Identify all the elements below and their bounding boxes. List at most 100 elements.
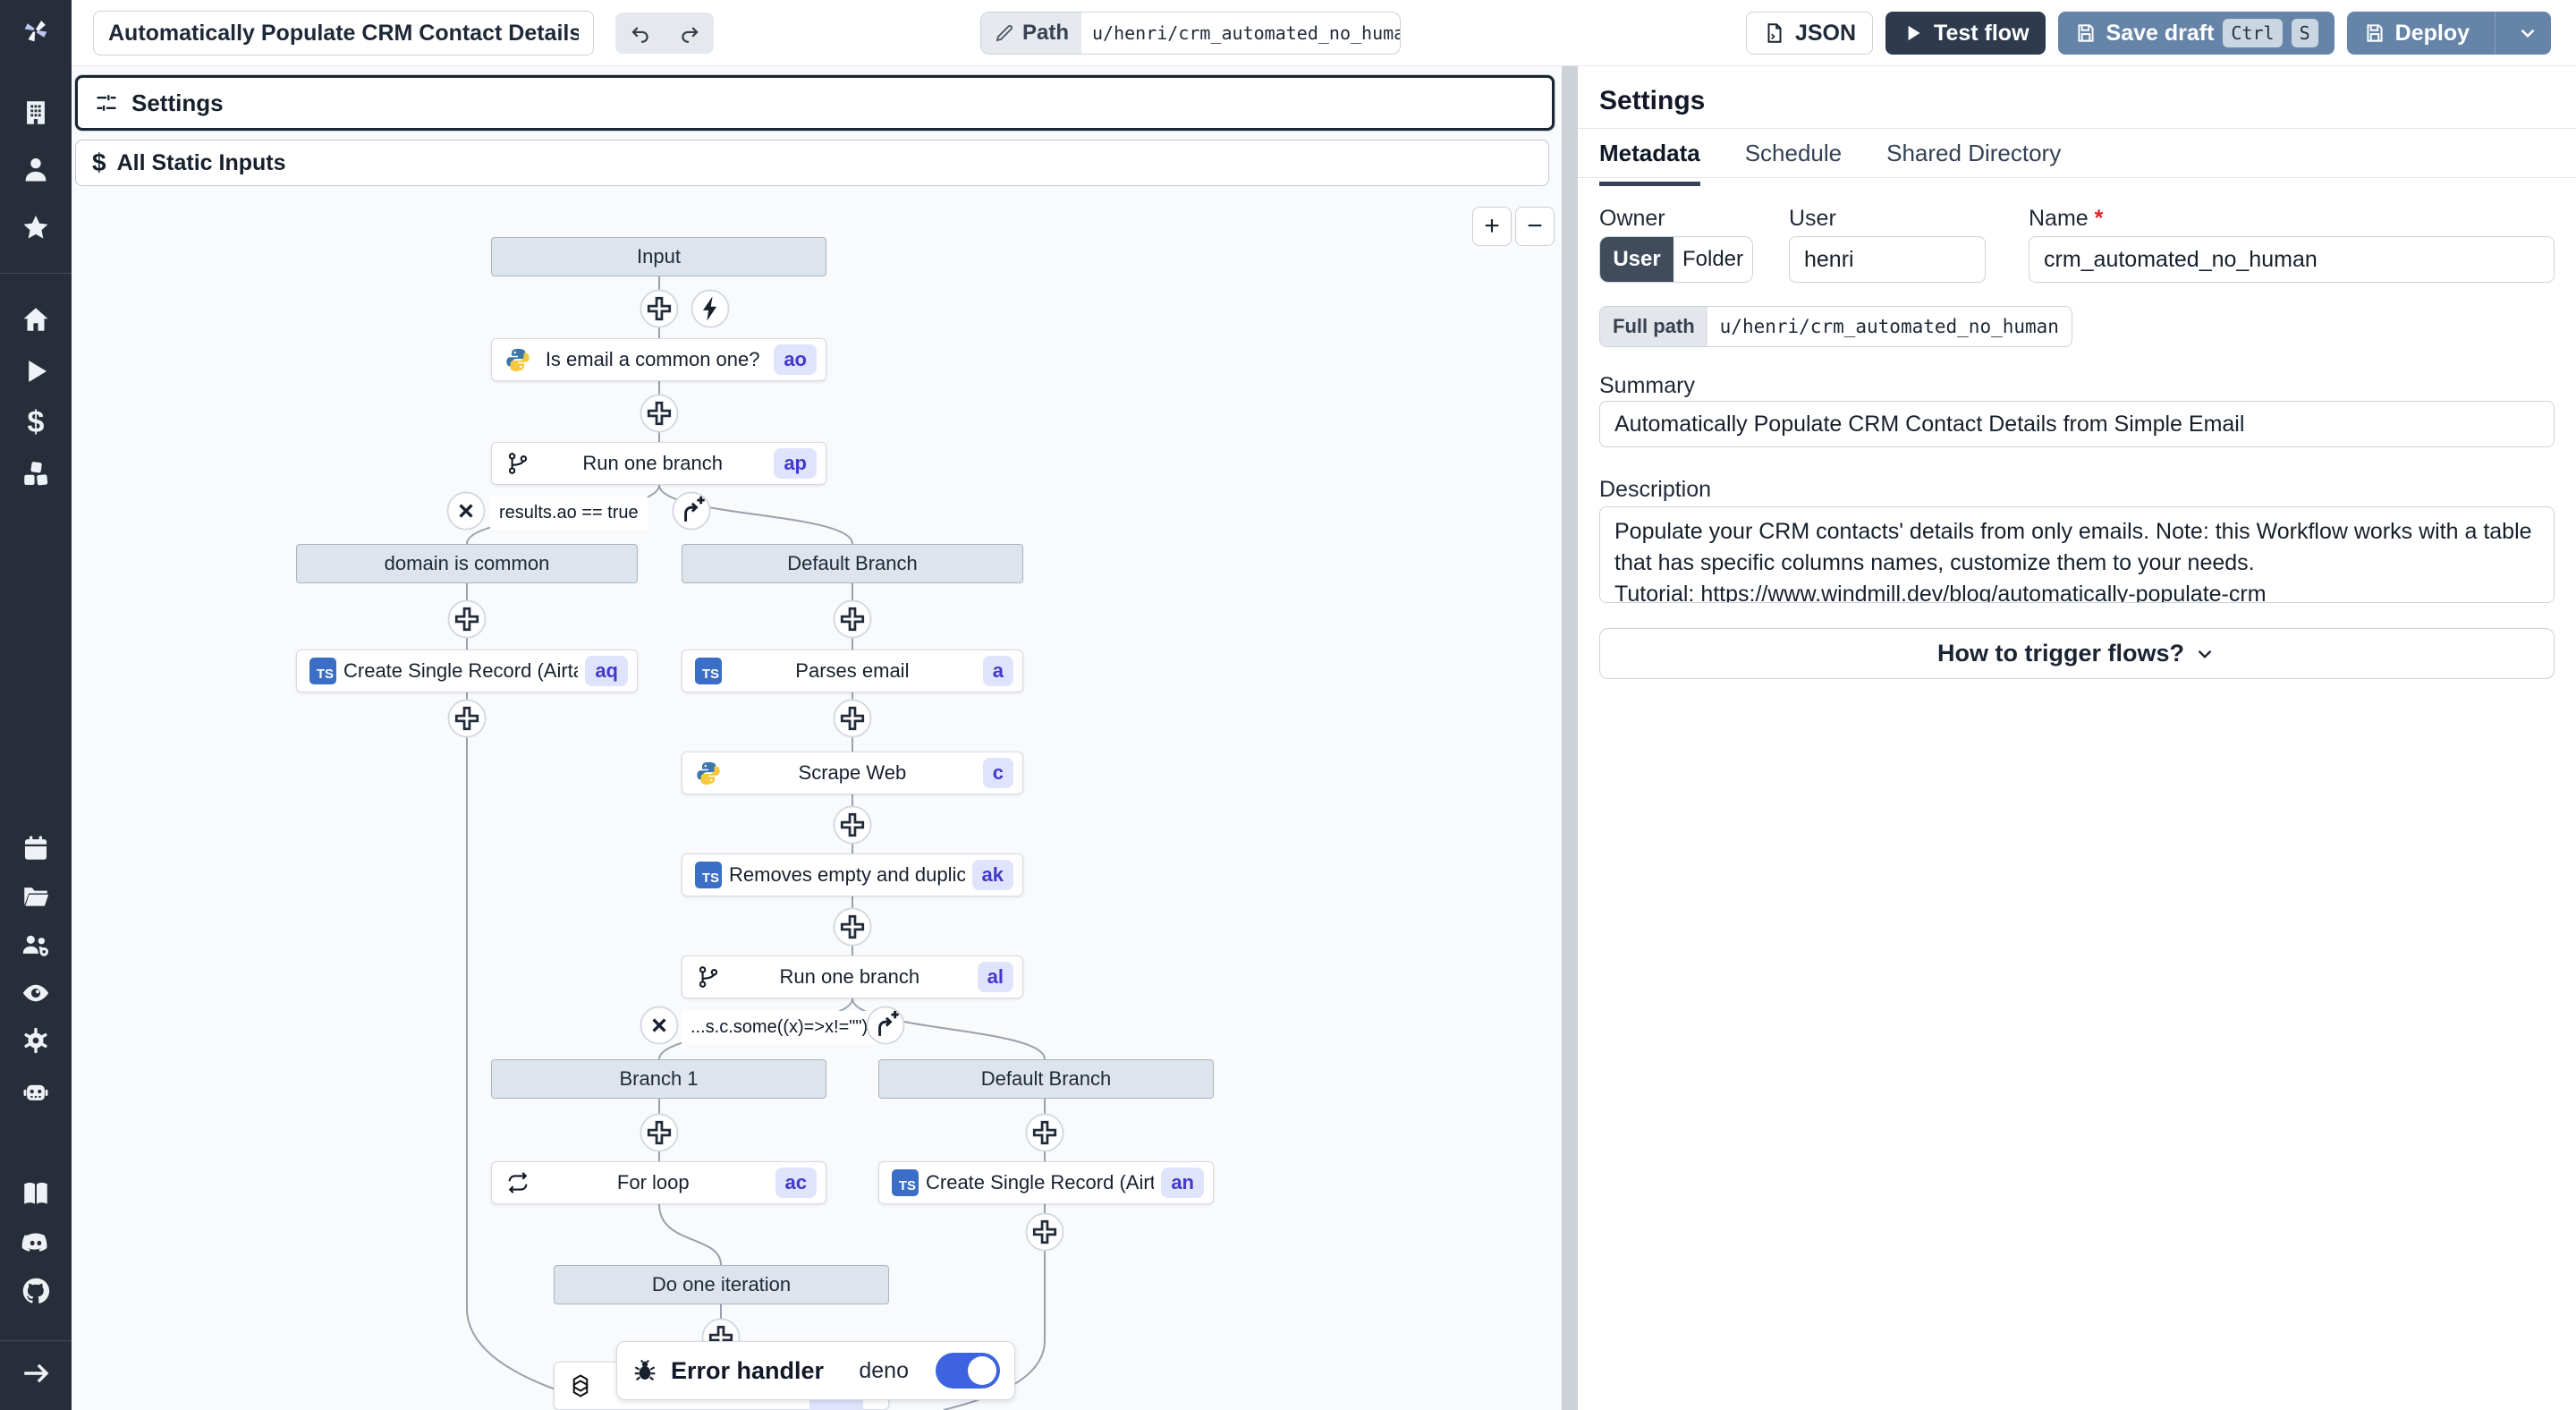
add-step-icon[interactable]: [833, 907, 872, 947]
step-id-badge: ak: [971, 860, 1013, 890]
add-step-icon[interactable]: [833, 599, 872, 639]
all-static-inputs-box[interactable]: $ All Static Inputs: [75, 140, 1549, 186]
flow-node-step[interactable]: Run one branch al: [682, 956, 1023, 998]
flow-node-step[interactable]: TS Removes empty and duplicates ak: [682, 854, 1023, 896]
add-step-icon[interactable]: [640, 1113, 679, 1152]
add-branch-icon[interactable]: [672, 491, 711, 531]
error-handler-toggle[interactable]: [936, 1353, 1000, 1389]
tab-shared-directory[interactable]: Shared Directory: [1886, 140, 2062, 166]
error-handler-card[interactable]: Error handler deno: [616, 1341, 1015, 1400]
flow-branch-header[interactable]: Default Branch: [878, 1059, 1214, 1099]
flow-loop-header[interactable]: Do one iteration: [554, 1265, 889, 1304]
windmill-logo-icon[interactable]: [18, 13, 54, 48]
typescript-icon: TS: [309, 658, 336, 684]
schedules-calendar-icon[interactable]: [18, 830, 54, 866]
add-step-icon[interactable]: [640, 394, 679, 433]
owner-user-option[interactable]: User: [1600, 237, 1674, 282]
remove-branch-icon[interactable]: [640, 1006, 679, 1045]
settings-gear-icon[interactable]: [18, 1023, 54, 1058]
home-icon[interactable]: [18, 302, 54, 337]
json-button[interactable]: JSON: [1745, 12, 1874, 55]
path-label: Path: [981, 13, 1082, 54]
history-buttons: [615, 13, 714, 54]
owner-folder-option[interactable]: Folder: [1674, 237, 1752, 282]
resources-cubes-icon[interactable]: [18, 456, 54, 492]
panel-resize-handle[interactable]: [1562, 66, 1578, 1410]
folders-icon[interactable]: [18, 879, 54, 914]
add-step-icon[interactable]: [447, 599, 487, 639]
audit-eye-icon[interactable]: [18, 975, 54, 1011]
flow-node-step[interactable]: TS Create Single Record (Airtable) aq: [296, 650, 638, 692]
save-draft-button[interactable]: Save draft Ctrl S: [2057, 12, 2334, 55]
workspace-icon[interactable]: [18, 95, 54, 131]
step-id-badge: aq: [585, 656, 628, 686]
add-step-icon[interactable]: [1025, 1113, 1064, 1152]
name-input[interactable]: [2029, 236, 2555, 283]
docs-book-icon[interactable]: [18, 1176, 54, 1211]
trigger-lightning-icon[interactable]: [691, 289, 730, 328]
deploy-button-group: Deploy: [2346, 12, 2551, 55]
flow-node-step[interactable]: Run one branch ap: [491, 442, 826, 485]
panel-title: Settings: [1599, 86, 1706, 115]
deploy-more-chevron-icon[interactable]: [2504, 12, 2551, 55]
flow-node-step[interactable]: For loop ac: [491, 1161, 826, 1204]
flow-branch-header[interactable]: Branch 1: [491, 1059, 826, 1099]
flow-node-step[interactable]: Is email a common one? ao: [491, 338, 826, 381]
groups-icon[interactable]: [18, 927, 54, 963]
chevron-down-icon: [2198, 650, 2212, 658]
flow-node-step[interactable]: TS Create Single Record (Airtable) an: [878, 1161, 1214, 1204]
add-step-icon[interactable]: [447, 699, 487, 738]
add-step-icon[interactable]: [1025, 1212, 1064, 1252]
favorites-star-icon[interactable]: [18, 210, 54, 246]
error-handler-lang: deno: [859, 1357, 909, 1383]
add-step-icon[interactable]: [640, 289, 679, 328]
save-icon: [2367, 24, 2383, 42]
deploy-button[interactable]: Deploy: [2347, 12, 2486, 55]
how-to-trigger-button[interactable]: How to trigger flows?: [1599, 628, 2555, 679]
expand-arrow-icon[interactable]: [18, 1355, 54, 1391]
remove-branch-icon[interactable]: [446, 491, 486, 531]
test-flow-button[interactable]: Test flow: [1885, 12, 2046, 55]
python-icon: [695, 760, 722, 786]
tab-schedule[interactable]: Schedule: [1744, 140, 1843, 166]
panel-tabs: Metadata Schedule Shared Directory: [1599, 140, 2061, 186]
path-field[interactable]: Path u/henri/crm_automated_no_human: [980, 12, 1401, 55]
required-asterisk: *: [2094, 206, 2104, 231]
runs-play-icon[interactable]: [18, 353, 54, 389]
add-branch-icon[interactable]: [866, 1006, 905, 1045]
flow-node-input[interactable]: Input: [491, 237, 826, 276]
user-input[interactable]: [1789, 236, 1986, 283]
zoom-out-button[interactable]: −: [1515, 207, 1555, 246]
add-step-icon[interactable]: [833, 699, 872, 738]
summary-label: Summary: [1599, 373, 1695, 398]
flow-branch-header[interactable]: Default Branch: [682, 544, 1023, 583]
name-label: Name *: [2029, 206, 2104, 231]
github-icon[interactable]: [18, 1273, 54, 1309]
flow-canvas[interactable]: Settings $ All Static Inputs + − Input d…: [72, 66, 1562, 1410]
sidebar-divider: [0, 1340, 72, 1341]
flow-node-step[interactable]: TS Parses email a: [682, 650, 1023, 692]
redo-icon[interactable]: [665, 13, 714, 54]
tab-metadata[interactable]: Metadata: [1599, 140, 1700, 186]
variables-dollar-icon[interactable]: $: [27, 404, 45, 439]
save-icon: [2077, 24, 2094, 42]
description-textarea[interactable]: Populate your CRM contacts' details from…: [1599, 506, 2555, 603]
flow-title-input[interactable]: [93, 11, 594, 55]
summary-input[interactable]: [1599, 401, 2555, 447]
undo-icon[interactable]: [615, 13, 665, 54]
openai-icon: [567, 1372, 594, 1399]
full-path-value: u/henri/crm_automated_no_human: [1719, 316, 2059, 337]
ai-robot-icon[interactable]: [18, 1074, 54, 1109]
zoom-in-button[interactable]: +: [1472, 207, 1512, 246]
dollar-icon: $: [92, 149, 106, 176]
flow-node-step[interactable]: Scrape Web c: [682, 752, 1023, 794]
branch-condition-label: results.ao == true: [490, 497, 648, 530]
owner-label: Owner: [1599, 206, 1665, 231]
user-icon[interactable]: [18, 151, 54, 187]
flow-settings-box[interactable]: Settings: [75, 75, 1555, 131]
discord-icon[interactable]: [18, 1225, 54, 1261]
step-id-badge: ap: [774, 448, 817, 479]
flow-branch-header[interactable]: domain is common: [296, 544, 638, 583]
add-step-icon[interactable]: [833, 805, 872, 845]
